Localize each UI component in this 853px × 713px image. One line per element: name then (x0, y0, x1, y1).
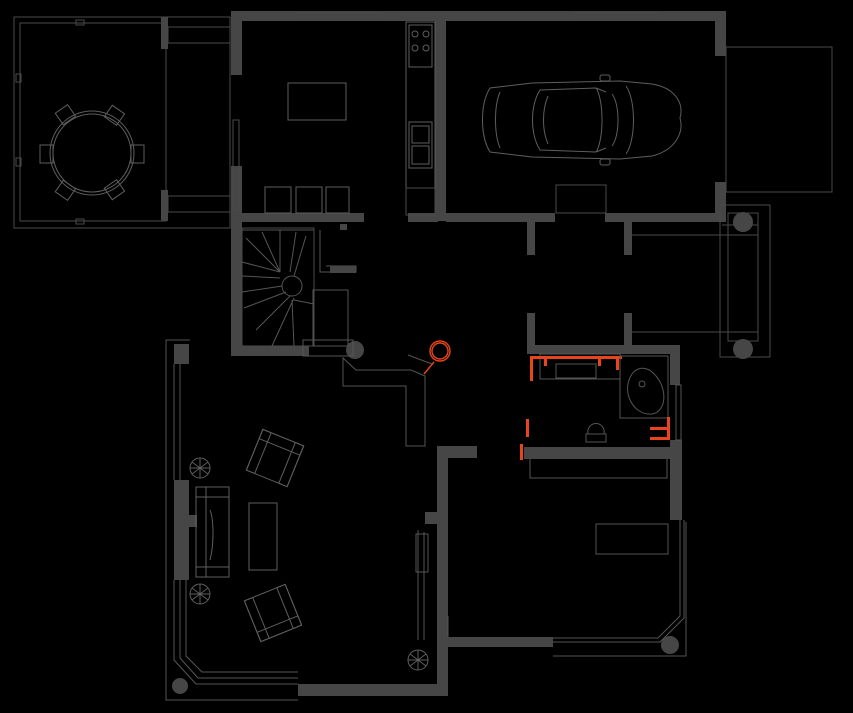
wall (408, 213, 438, 222)
column-icon (661, 636, 679, 654)
terrace-bollard (15, 157, 22, 167)
wall (174, 344, 189, 364)
toilet-icon (585, 423, 607, 443)
living-room (165, 339, 429, 701)
steps-icon (632, 224, 758, 333)
wall (231, 166, 242, 356)
highlighted-column-icon (429, 340, 451, 362)
stair-hall (241, 227, 357, 357)
highlighted-door-edge (520, 444, 523, 460)
kitchen-door (405, 187, 436, 216)
coffee-table-icon (248, 502, 278, 571)
wall (242, 213, 364, 222)
wall (189, 515, 197, 527)
wall (446, 213, 555, 222)
plant-icon (189, 457, 211, 479)
highlighted-column-ring (431, 342, 449, 360)
highlighted-vanity-edge (530, 356, 622, 359)
wall (527, 345, 680, 354)
kitchen (232, 12, 436, 216)
wall (298, 684, 448, 696)
desk-icon (595, 523, 669, 555)
terrace-bollard (75, 19, 85, 26)
wall (425, 512, 437, 524)
terrace (13, 16, 231, 229)
bar-stool-icon (264, 186, 350, 214)
terrace-bollard (75, 218, 85, 225)
wall (448, 637, 553, 647)
highlighted-vanity-edge (530, 356, 533, 381)
plant-icon (189, 583, 211, 605)
wall (231, 11, 242, 75)
kitchen-window (295, 12, 383, 18)
wall (435, 11, 446, 221)
hallway (342, 340, 451, 447)
wall (231, 346, 309, 356)
highlighted-door-swing (423, 361, 435, 375)
bedroom (447, 459, 687, 657)
wall (524, 447, 670, 459)
wall (670, 345, 680, 385)
wall (670, 440, 682, 520)
armchair-icon (243, 583, 303, 643)
highlighted-tub-edge (667, 417, 670, 439)
highlighted-vanity-edge (598, 356, 601, 366)
terrace-outline (13, 16, 231, 229)
staircase-icon (241, 229, 357, 357)
highlighted-door-edge (526, 419, 529, 437)
highlighted-tub-edge (616, 356, 619, 370)
wall (605, 213, 726, 222)
wall (527, 313, 535, 353)
wall (624, 313, 632, 353)
terrace-inner (19, 22, 167, 222)
kitchen-window (232, 119, 240, 211)
stair-box (241, 227, 315, 347)
column-icon (733, 339, 753, 359)
chair-icon (39, 103, 145, 202)
bathtub-icon (619, 355, 669, 419)
island-counter-icon (287, 82, 347, 121)
column-icon (172, 678, 188, 694)
bathroom (520, 353, 682, 460)
wall (174, 480, 189, 580)
terrace-post (161, 17, 168, 49)
highlighted-tub-edge (650, 427, 670, 430)
garage (482, 12, 833, 214)
wall-top (231, 11, 726, 21)
wall (624, 222, 632, 255)
car-icon (482, 74, 682, 166)
garage-step (555, 184, 607, 214)
terrace-railing (167, 195, 231, 213)
terrace-railing (167, 26, 231, 44)
terrace-post (161, 190, 168, 221)
wall-stub (340, 224, 347, 230)
highlighted-vanity-edge (544, 356, 547, 366)
stair-rail (330, 266, 356, 273)
armchair-icon (245, 428, 305, 488)
column-icon (733, 212, 753, 232)
porch-inner (727, 212, 759, 342)
wall (527, 222, 535, 255)
porch (632, 204, 771, 359)
stove-icon (408, 24, 433, 68)
wall (715, 11, 726, 56)
wall (437, 446, 448, 696)
walls (172, 11, 726, 696)
terrace-bollard (15, 73, 22, 83)
garage-window (572, 12, 660, 18)
sofa-icon (195, 486, 230, 578)
garage-driveway (725, 46, 833, 193)
kitchen-counter (405, 21, 436, 189)
plant-icon (407, 649, 429, 671)
wall (715, 182, 726, 222)
highlighted-tub-edge (650, 437, 670, 440)
bath-window (675, 384, 682, 441)
column-icon (346, 341, 364, 359)
sink-icon (408, 121, 433, 169)
